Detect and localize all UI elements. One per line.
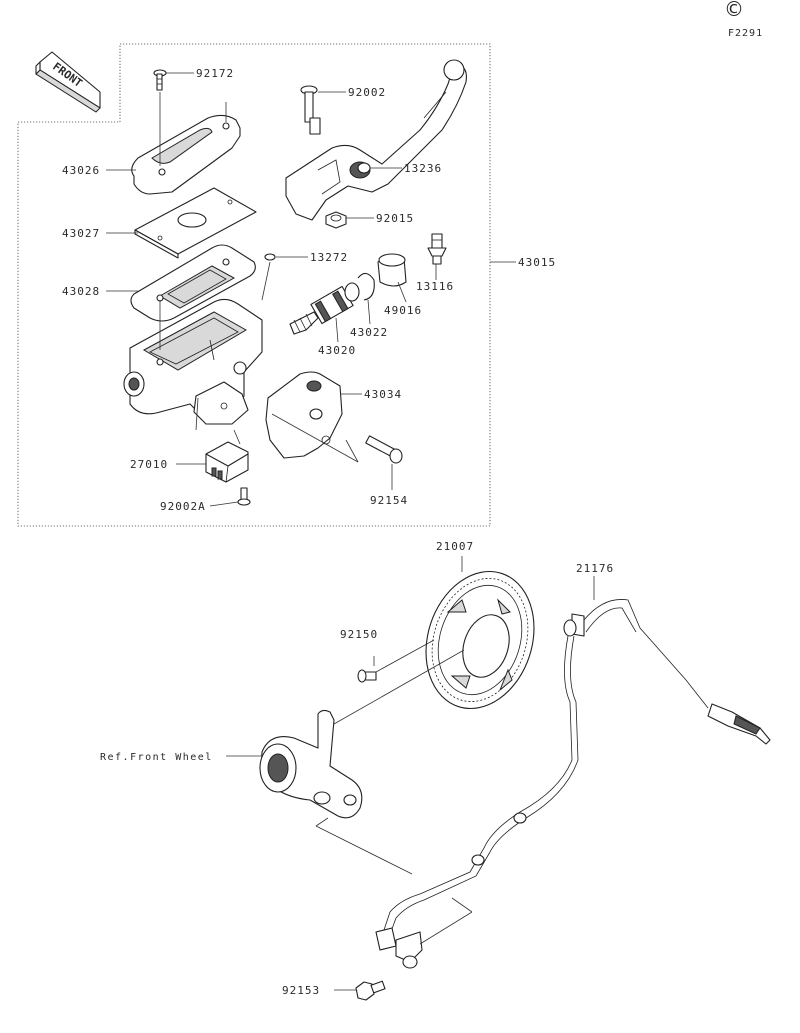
master-cylinder-body — [123, 298, 263, 425]
bolt-92154 — [365, 435, 403, 464]
boot-49016 — [377, 253, 407, 287]
abs-rotor-21007 — [425, 570, 535, 710]
pivot-bolt-92002 — [300, 85, 321, 135]
label-92002A: 92002A — [160, 500, 206, 513]
label-43020: 43020 — [318, 344, 356, 357]
label-49016: 49016 — [384, 304, 422, 317]
leader-lines — [106, 72, 595, 991]
circlip-43022 — [357, 272, 375, 301]
push-rod-13116 — [427, 233, 447, 265]
label-43026: 43026 — [62, 164, 100, 177]
label-21007: 21007 — [436, 540, 474, 553]
plate-43027 — [134, 187, 257, 259]
front-direction-badge: FRONT — [35, 51, 101, 113]
clip-13272 — [264, 253, 276, 261]
label-27010: 27010 — [130, 458, 168, 471]
label-92150: 92150 — [340, 628, 378, 641]
label-13272: 13272 — [310, 251, 348, 264]
bolt-92150 — [357, 669, 377, 683]
label-92153: 92153 — [282, 984, 320, 997]
diaphragm-43028 — [130, 244, 256, 322]
label-92002: 92002 — [348, 86, 386, 99]
clamp-43034 — [265, 371, 359, 463]
nut-92015 — [325, 211, 347, 229]
piston-kit-43020 — [289, 282, 360, 335]
label-43028: 43028 — [62, 285, 100, 298]
brake-switch-27010 — [205, 441, 249, 483]
screw-92002A — [237, 487, 251, 506]
screw-92172 — [153, 69, 167, 91]
brake-lever-13236 — [285, 59, 467, 221]
label-92015: 92015 — [376, 212, 414, 225]
label-92154: 92154 — [370, 494, 408, 507]
label-21176: 21176 — [576, 562, 614, 575]
label-92172: 92172 — [196, 67, 234, 80]
label-43027: 43027 — [62, 227, 100, 240]
figure-code: F2291 — [728, 28, 763, 39]
copyright-mark: © — [724, 0, 744, 21]
sensor-bracket — [259, 709, 363, 819]
label-43015: 43015 — [518, 256, 556, 269]
label-13236: 13236 — [404, 162, 442, 175]
label-ref-front-wheel: Ref.Front Wheel — [100, 752, 213, 763]
abs-sensor-cable-21176 — [375, 599, 771, 969]
label-43034: 43034 — [364, 388, 402, 401]
label-43022: 43022 — [350, 326, 388, 339]
label-13116: 13116 — [416, 280, 454, 293]
reservoir-cap-43026 — [131, 114, 241, 195]
bolt-92153 — [355, 980, 386, 1001]
assembly-frame — [17, 43, 491, 527]
